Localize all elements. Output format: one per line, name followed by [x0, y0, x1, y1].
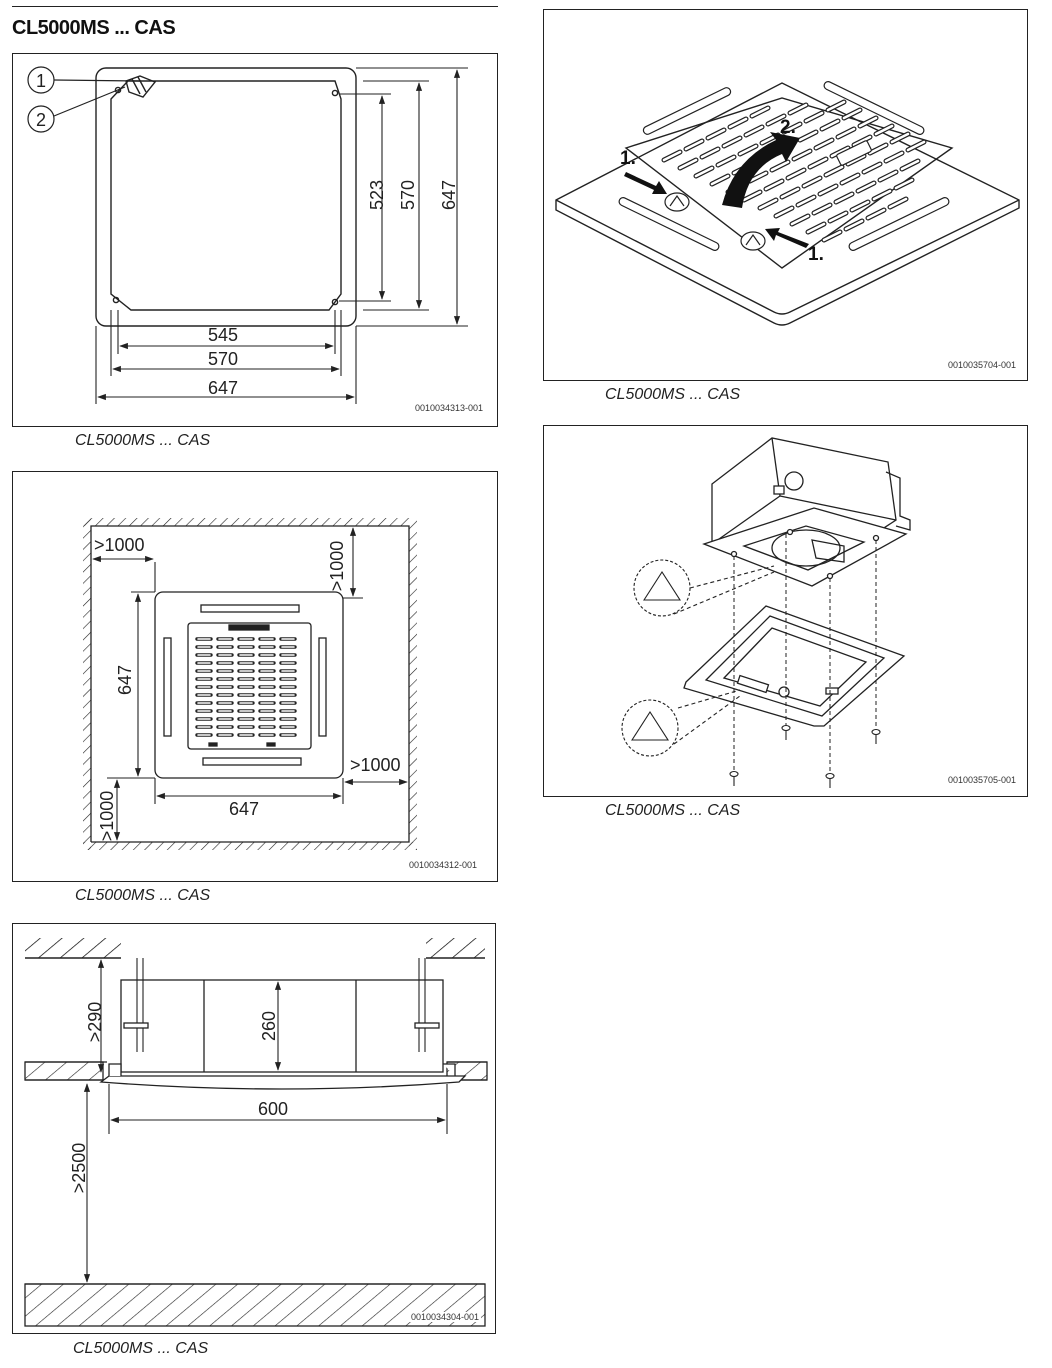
callout-markers — [27, 66, 142, 133]
indoor-unit-panel — [154, 591, 344, 779]
callout-2-circle — [27, 105, 55, 133]
figure-caption: CL5000MS ... CAS — [605, 386, 741, 403]
figure-code: 0010034313-001 — [415, 403, 484, 413]
grille-slots — [661, 99, 927, 243]
dim-right-clearance: >1000 — [350, 755, 401, 775]
clearance-dimensions — [92, 527, 408, 841]
dim-570-horizontal: 570 — [208, 349, 238, 369]
grille-drawing: 1. 2. 1. — [555, 81, 1020, 326]
arrow-step1-right — [765, 228, 809, 248]
template-drawing: 1 2 523 570 647 545 570 647 — [27, 66, 468, 404]
dim-unit-height: 647 — [115, 665, 135, 695]
figure-grille-opening: 1. 2. 1. 0010035704-001 — [543, 9, 1028, 381]
alignment-triangle-icon — [630, 710, 670, 741]
dim-647-horizontal: 647 — [208, 378, 238, 398]
arrow-step1-left — [624, 172, 667, 194]
arrow-step2-lift — [722, 132, 800, 208]
cassette-unit — [99, 958, 467, 1090]
dim-290: >290 — [85, 1002, 105, 1043]
step-label-2: 2. — [780, 117, 796, 138]
floor — [24, 1283, 486, 1327]
dim-bottom-clearance: >1000 — [97, 791, 117, 842]
dim-570-vertical: 570 — [398, 180, 418, 210]
dim-left-clearance: >1000 — [94, 535, 145, 555]
dim-260: 260 — [259, 1011, 279, 1041]
ceiling-slab — [25, 936, 485, 959]
step-label-1-right: 1. — [808, 244, 824, 265]
template-outline — [95, 67, 357, 327]
figure-caption: CL5000MS ... CAS — [73, 1340, 209, 1357]
alignment-triangle-icon — [642, 570, 682, 601]
figure-caption: CL5000MS ... CAS — [75, 887, 211, 904]
latch-bottom-icon — [740, 231, 766, 251]
figure-code: 0010034304-001 — [409, 1312, 482, 1322]
clearance-drawing: >1000 >1000 647 >1000 >1000 647 — [83, 518, 417, 850]
display-window — [836, 140, 872, 166]
figure-code: 0010034312-001 — [409, 860, 478, 870]
figure-code: 0010035705-001 — [948, 775, 1017, 785]
figure-caption: CL5000MS ... CAS — [605, 802, 741, 819]
panel-outline — [555, 82, 1020, 326]
mounting-drawing — [621, 437, 911, 788]
figure-caption: CL5000MS ... CAS — [75, 432, 211, 449]
latch-symbols — [664, 140, 872, 251]
unit-bottom-frame — [702, 507, 908, 587]
page-title: CL5000MS ... CAS — [12, 17, 176, 39]
dim-600: 600 — [258, 1099, 288, 1119]
step-label-1-left: 1. — [620, 148, 636, 169]
action-arrows — [624, 132, 809, 248]
latch-left-icon — [664, 192, 690, 212]
callout-2: 2 — [36, 110, 46, 130]
height-dimensions — [83, 959, 448, 1283]
callout-1: 1 — [36, 71, 46, 91]
height-drawing: >290 260 600 >2500 — [24, 936, 488, 1327]
dim-top-clearance: >1000 — [327, 541, 347, 592]
header-rule — [12, 6, 498, 7]
dim-unit-width: 647 — [229, 799, 259, 819]
dimension-lines — [95, 67, 468, 404]
dim-545: 545 — [208, 325, 238, 345]
dim-523: 523 — [367, 180, 387, 210]
figure-clearances: >1000 >1000 647 >1000 >1000 647 00100343… — [12, 471, 498, 882]
figure-installation-heights: >290 260 600 >2500 0010034304-001 — [12, 923, 496, 1334]
dim-647-vertical: 647 — [439, 180, 459, 210]
panel-slots — [618, 81, 950, 251]
alignment-lines — [733, 534, 877, 776]
wall-hatching — [83, 518, 417, 850]
grille-slots — [195, 637, 297, 737]
decor-panel — [683, 605, 906, 727]
screws — [729, 724, 881, 788]
detail-callouts — [621, 559, 775, 757]
figure-panel-mounting: 0010035705-001 — [543, 425, 1028, 797]
dim-2500: >2500 — [69, 1143, 89, 1194]
figure-template-dimensions: 1 2 523 570 647 545 570 647 00 — [12, 53, 498, 427]
figure-code: 0010035704-001 — [948, 360, 1017, 370]
